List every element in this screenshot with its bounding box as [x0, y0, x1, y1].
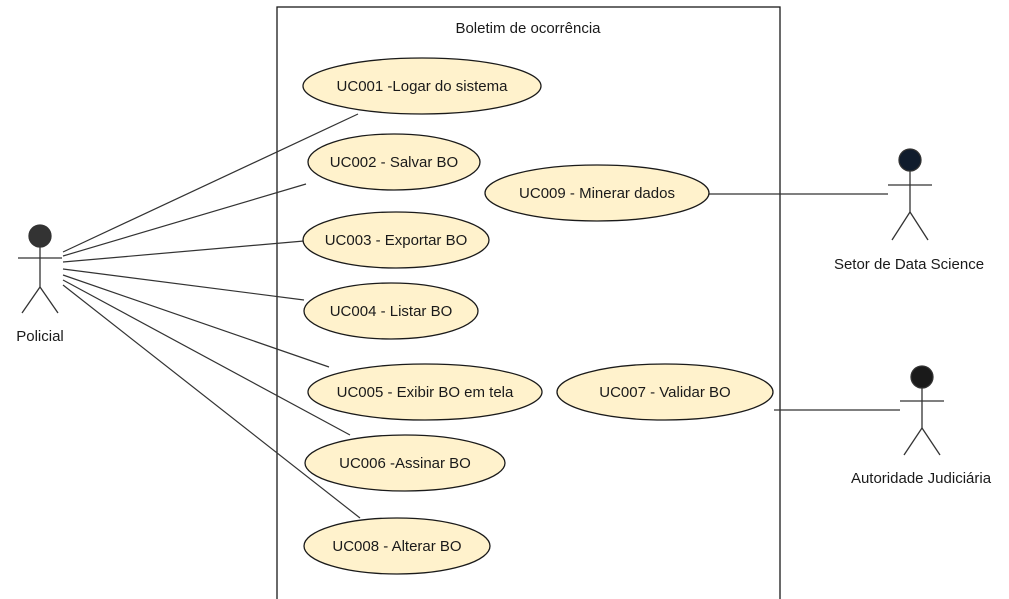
association-policial-uc002	[62, 183, 307, 257]
actor-data-science[interactable]	[888, 148, 932, 241]
use-case-uc003[interactable]: UC003 - Exportar BO	[302, 211, 490, 269]
use-case-uc009[interactable]: UC009 - Minerar dados	[484, 164, 710, 222]
use-case-label: UC008 - Alterar BO	[332, 538, 461, 555]
use-case-label: UC009 - Minerar dados	[519, 185, 675, 202]
use-case-label: UC002 - Salvar BO	[330, 154, 458, 171]
use-case-uc005[interactable]: UC005 - Exibir BO em tela	[307, 363, 543, 421]
use-case-label: UC005 - Exibir BO em tela	[337, 384, 514, 401]
actor-head-icon	[28, 224, 52, 248]
use-case-label: UC004 - Listar BO	[330, 303, 453, 320]
actor-head-icon	[898, 148, 922, 172]
use-case-uc007[interactable]: UC007 - Validar BO	[556, 363, 774, 421]
use-case-label: UC006 -Assinar BO	[339, 455, 471, 472]
use-case-label: UC001 -Logar do sistema	[337, 78, 509, 95]
association-policial-uc008	[62, 284, 361, 519]
use-case-uc008[interactable]: UC008 - Alterar BO	[303, 517, 491, 575]
use-case-label: UC007 - Validar BO	[599, 384, 730, 401]
association-policial-uc003	[62, 240, 305, 263]
associations	[62, 113, 900, 519]
actor-label-autoridade: Autoridade Judiciária	[851, 470, 992, 487]
use-case-uc006[interactable]: UC006 -Assinar BO	[304, 434, 506, 492]
use-case-uc004[interactable]: UC004 - Listar BO	[303, 282, 479, 340]
association-policial-uc006	[62, 279, 351, 436]
actor-label-data-science: Setor de Data Science	[834, 256, 984, 273]
use-case-uc001[interactable]: UC001 -Logar do sistema	[302, 57, 542, 115]
actor-head-icon	[910, 365, 934, 389]
system-boundary-title: Boletim de ocorrência	[455, 20, 601, 37]
actor-label-policial: Policial	[16, 328, 64, 345]
actor-autoridade[interactable]	[900, 365, 944, 456]
actor-policial[interactable]	[18, 224, 62, 314]
association-policial-uc005	[62, 274, 330, 368]
use-case-label: UC003 - Exportar BO	[325, 232, 468, 249]
use-case-uc002[interactable]: UC002 - Salvar BO	[307, 133, 481, 191]
association-policial-uc004	[62, 268, 305, 301]
association-policial-uc001	[62, 113, 359, 253]
